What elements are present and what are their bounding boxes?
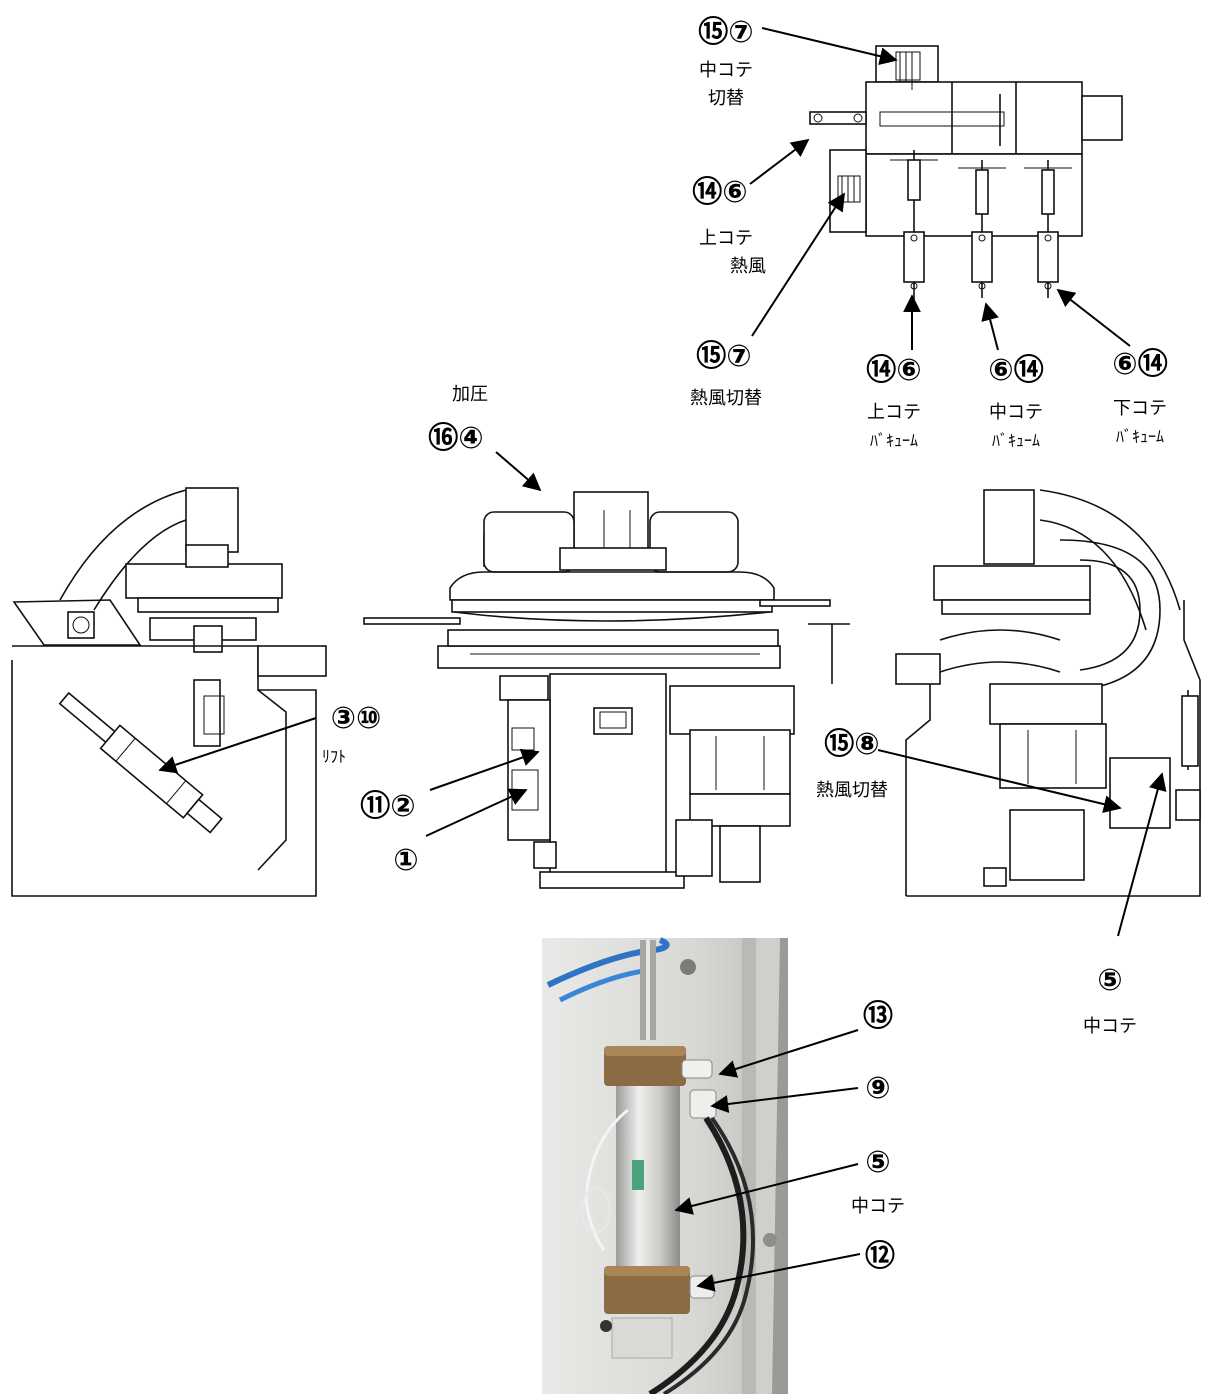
callout-label: 中コテ [989, 402, 1043, 423]
callout-label: 加圧 [452, 384, 488, 405]
callout-marker: ⑪② [360, 789, 415, 824]
callout-marker: ⑥⑭ [988, 353, 1043, 388]
callout-front-pressure: ⑯④ 加圧 [428, 384, 488, 456]
callout-marker: ⑮⑦ [698, 15, 753, 50]
callout-label: ﾊﾞｷｭｰﾑ [870, 431, 918, 450]
callout-label: 中コテ [699, 60, 753, 81]
callout-top-upper-iron-vacuum: ⑭⑥ 上コテ ﾊﾞｷｭｰﾑ [866, 353, 921, 450]
callout-photo-mid-iron-cylinder: ⑤ 中コテ [851, 1145, 905, 1217]
callout-label: 上コテ [867, 402, 921, 423]
callout-marker: ⑥⑭ [1112, 347, 1167, 382]
cylinder-photo [542, 937, 788, 1394]
top-view-drawing [809, 45, 1123, 300]
callout-label: 下コテ [1113, 398, 1167, 419]
callout-photo-fitting-second: ⑨ [865, 1071, 890, 1106]
callout-label: 中コテ [1083, 1016, 1137, 1037]
callout-top-mid-iron-vacuum: ⑥⑭ 中コテ ﾊﾞｷｭｰﾑ [988, 353, 1043, 450]
left-side-view-drawing [11, 487, 327, 897]
callout-marker: ⑮⑧ [824, 727, 879, 762]
callout-marker: ⑤ [865, 1145, 890, 1180]
callout-marker: ③⑩ [331, 701, 382, 736]
callout-label: 上コテ [699, 228, 753, 249]
callout-marker: ⑫ [865, 1239, 895, 1274]
callout-front-valve-lower: ① [393, 843, 418, 878]
callout-photo-fitting-bottom: ⑫ [865, 1239, 895, 1274]
callout-label: 熱風切替 [816, 780, 888, 801]
callout-top-upper-iron-hot-air: ⑭⑥ 上コテ 熱風 [692, 175, 766, 277]
callout-label: 中コテ [851, 1196, 905, 1217]
callout-right-mid-iron: ⑤ 中コテ [1083, 963, 1137, 1037]
callout-marker: ① [393, 843, 418, 878]
callout-top-hot-air-switch: ⑮⑦ 熱風切替 [690, 339, 762, 409]
callout-marker: ⑭⑥ [692, 175, 747, 210]
callout-marker: ⑬ [863, 999, 893, 1034]
callout-front-valve-upper: ⑪② [360, 789, 415, 824]
callout-marker: ⑮⑦ [696, 339, 751, 374]
callout-label: 切替 [708, 88, 744, 109]
callout-label: ﾊﾞｷｭｰﾑ [992, 431, 1040, 450]
front-view-drawing [363, 491, 850, 889]
callout-label: ﾊﾞｷｭｰﾑ [1116, 427, 1164, 446]
callout-top-lower-iron-vacuum: ⑥⑭ 下コテ ﾊﾞｷｭｰﾑ [1112, 347, 1167, 446]
callout-photo-fitting-top: ⑬ [863, 999, 893, 1034]
callout-right-hot-air-switch: ⑮⑧ 熱風切替 [816, 727, 888, 801]
callout-label: 熱風 [730, 256, 766, 277]
callout-marker: ⑤ [1097, 963, 1122, 998]
callout-label: ﾘﾌﾄ [322, 747, 346, 766]
callout-label: 熱風切替 [690, 388, 762, 409]
callout-left-lift: ③⑩ ﾘﾌﾄ [322, 701, 381, 766]
callout-marker: ⑭⑥ [866, 353, 921, 388]
callout-top-mid-iron-switch: ⑮⑦ 中コテ 切替 [698, 15, 753, 109]
callout-arrows [158, 27, 1167, 1292]
right-side-view-drawing [895, 489, 1201, 897]
callout-marker: ⑨ [865, 1071, 890, 1106]
callout-marker: ⑯④ [428, 421, 483, 456]
